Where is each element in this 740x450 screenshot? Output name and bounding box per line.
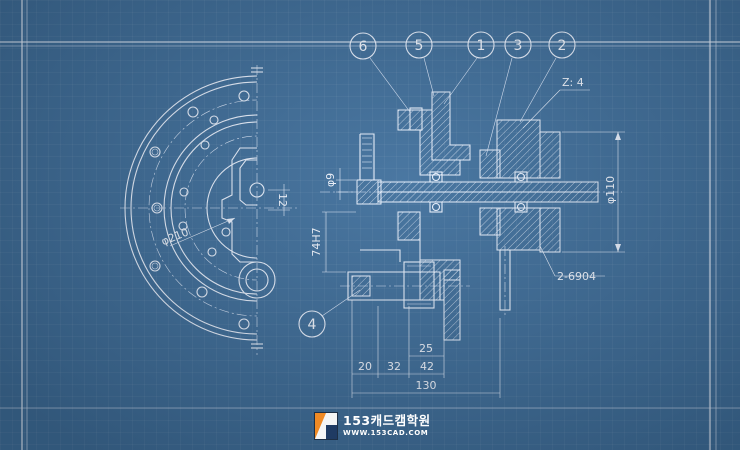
dim-130: 130 [416,379,437,392]
dim-20: 20 [358,360,372,373]
dim-diameter-110: φ110 [604,176,617,204]
balloon-5: 5 [415,38,424,54]
section-view: φ110 φ9 74H7 25 20 32 42 130 Z: 4 2-6904 [310,76,625,398]
balloon-2: 2 [558,38,567,54]
logo-mark-icon [314,412,338,440]
dim-74h7: 74H7 [310,227,323,256]
brand-url: WWW.153CAD.COM [343,429,429,438]
logo-text: 153캐드캠학원 WWW.153CAD.COM [343,412,431,438]
note-bearing: 2-6904 [557,270,596,283]
dim-12: 12 [276,193,289,207]
note-gear-teeth: Z: 4 [562,76,584,89]
brand-title: 153캐드캠학원 [343,412,431,428]
dim-diameter-9: φ9 [324,173,337,187]
part-balloons: 6 5 1 3 2 4 [298,31,576,338]
bolt-holes-inner [178,115,231,257]
balloon-4: 4 [308,317,317,333]
balloon-6: 6 [359,39,368,55]
dim-diameter-210: φ210 [159,226,190,249]
end-view: φ210 12 [120,65,300,355]
dim-42: 42 [420,360,434,373]
brand-logo: 153캐드캠학원 WWW.153CAD.COM [314,412,431,440]
dim-25: 25 [419,342,433,355]
dim-32: 32 [387,360,401,373]
balloon-1: 1 [477,38,486,54]
balloon-3: 3 [514,38,523,54]
